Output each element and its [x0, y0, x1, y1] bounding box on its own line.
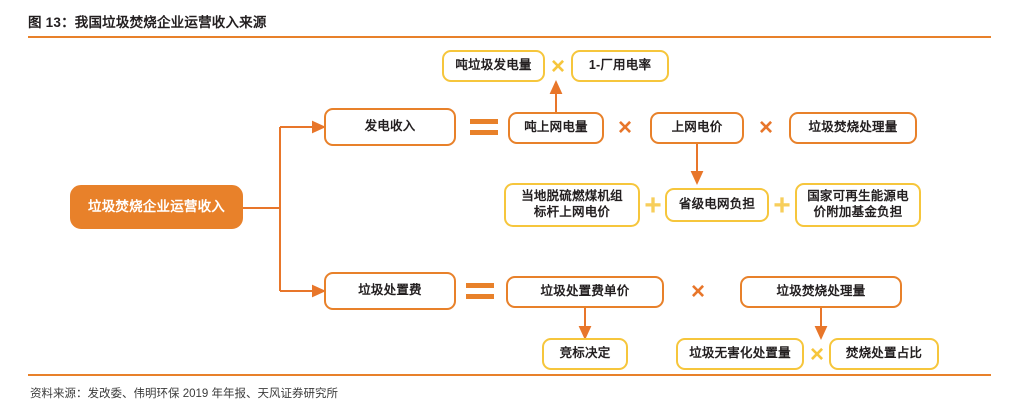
operator-times-power-row-2: ×: [758, 114, 773, 141]
equals-bar-bottom: [470, 130, 498, 135]
node-disposal-fee[interactable]: 垃圾处置费: [324, 272, 456, 310]
node-incineration-volume-bottom[interactable]: 垃圾焚烧处理量: [740, 276, 902, 308]
operator-times-fee-row: ×: [690, 278, 705, 305]
node-bid-decided[interactable]: 竞标决定: [542, 338, 628, 370]
operator-equals-power-row: [470, 116, 498, 138]
node-incineration-share[interactable]: 焚烧处置占比: [829, 338, 939, 370]
equals-bar-top: [466, 283, 494, 288]
node-ton-grid-power[interactable]: 吨上网电量: [508, 112, 604, 144]
node-root-operating-revenue[interactable]: 垃圾焚烧企业运营收入: [70, 185, 243, 229]
source-divider: [28, 374, 991, 376]
node-one-minus-plant-rate[interactable]: 1-厂用电率: [571, 50, 669, 82]
node-national-fund[interactable]: 国家可再生能源电 价附加基金负担: [795, 183, 921, 227]
diagram-canvas: 吨垃圾发电量 × 1-厂用电率 垃圾焚烧企业运营收入 发电收入 吨上网电量 × …: [0, 38, 1019, 374]
node-power-revenue[interactable]: 发电收入: [324, 108, 456, 146]
page-title: 图 13：我国垃圾焚烧企业运营收入来源: [28, 15, 267, 30]
operator-times-top-row: ×: [550, 53, 565, 80]
operator-times-bottom-row: ×: [809, 341, 824, 368]
source-note: 资料来源：发改委、伟明环保 2019 年年报、天风证券研究所: [30, 388, 338, 400]
connector-lines: [243, 80, 828, 340]
operator-plus-2: +: [773, 189, 791, 222]
node-benchmark-price[interactable]: 当地脱硫燃煤机组 标杆上网电价: [504, 183, 640, 227]
operator-equals-fee-row: [466, 280, 494, 302]
title-divider: [28, 36, 991, 38]
node-provincial-grid[interactable]: 省级电网负担: [665, 188, 769, 222]
node-harmless-volume[interactable]: 垃圾无害化处置量: [676, 338, 804, 370]
equals-bar-top: [470, 119, 498, 124]
node-incineration-volume-top[interactable]: 垃圾焚烧处理量: [789, 112, 917, 144]
operator-plus-1: +: [644, 189, 662, 222]
equals-bar-bottom: [466, 294, 494, 299]
node-grid-price[interactable]: 上网电价: [650, 112, 744, 144]
node-ton-waste-power[interactable]: 吨垃圾发电量: [442, 50, 545, 82]
operator-times-power-row-1: ×: [617, 114, 632, 141]
node-disposal-unit-price[interactable]: 垃圾处置费单价: [506, 276, 664, 308]
